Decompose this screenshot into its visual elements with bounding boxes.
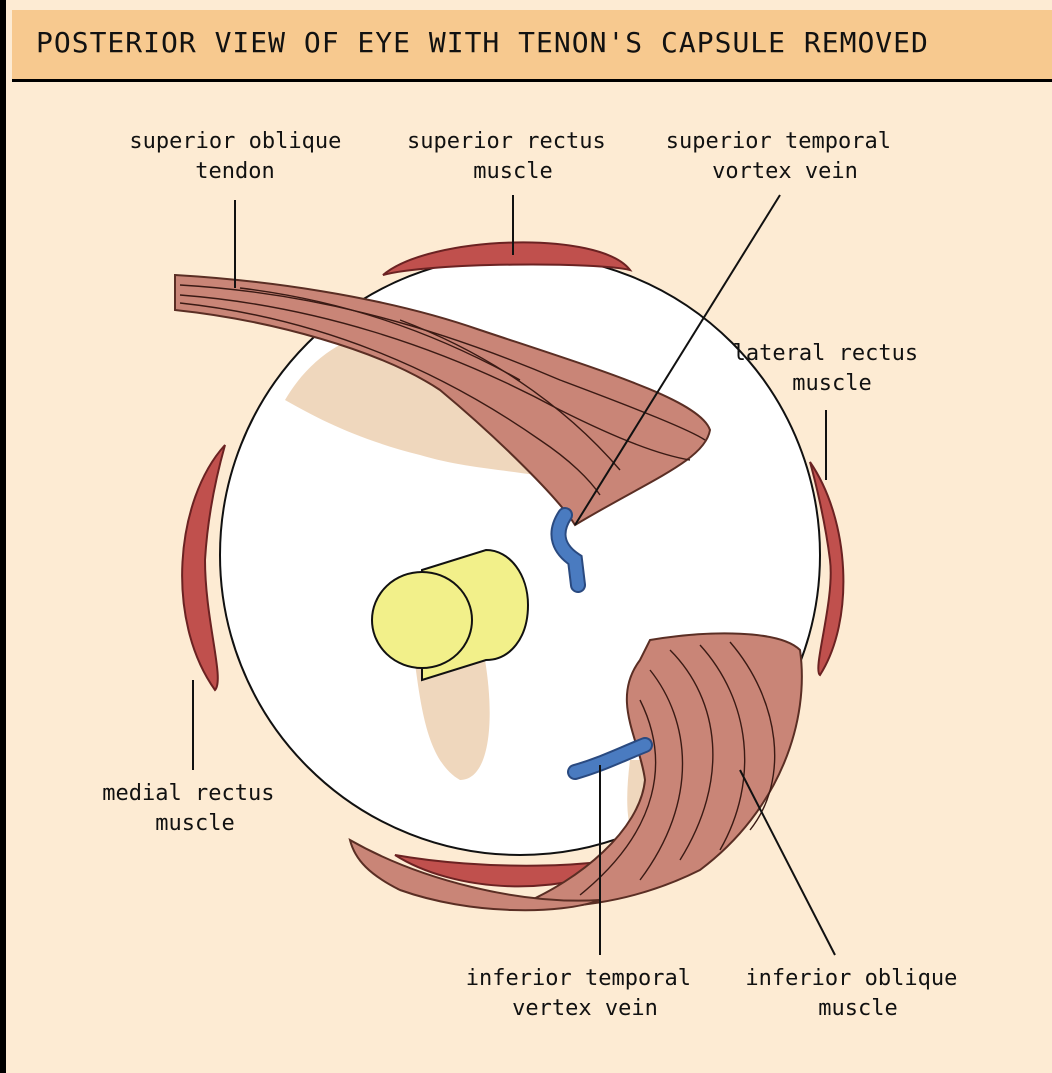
label-inferior-oblique-muscle: inferior oblique muscle: [745, 966, 970, 1021]
label-superior-oblique-line2: tendon: [195, 159, 274, 184]
label-superior-oblique-tendon: superior oblique tendon: [129, 129, 354, 184]
label-medial-rectus-line2: muscle: [155, 811, 234, 836]
medial-rectus-muscle: [182, 445, 225, 690]
label-medial-rectus-line1: medial rectus: [102, 781, 274, 806]
label-superior-rectus-line1: superior rectus: [407, 129, 606, 154]
label-inferior-oblique-line2: muscle: [818, 996, 897, 1021]
leader-inferior-oblique: [740, 770, 835, 955]
label-medial-rectus-muscle: medial rectus muscle: [102, 781, 287, 836]
label-superior-rectus-muscle: superior rectus muscle: [407, 129, 619, 184]
label-inferior-temporal-vertex-vein: inferior temporal vertex vein: [466, 966, 704, 1021]
label-superior-temporal-line2: vortex vein: [712, 159, 858, 184]
label-superior-oblique-line1: superior oblique: [129, 129, 341, 154]
label-superior-temporal-vortex-vein: superior temporal vortex vein: [666, 129, 904, 184]
label-superior-temporal-line1: superior temporal: [666, 129, 891, 154]
label-lateral-rectus-line2: muscle: [792, 371, 871, 396]
label-inferior-temporal-line2: vertex vein: [512, 996, 658, 1021]
label-superior-rectus-line2: muscle: [473, 159, 552, 184]
label-inferior-oblique-line1: inferior oblique: [745, 966, 957, 991]
label-inferior-temporal-line1: inferior temporal: [466, 966, 691, 991]
label-lateral-rectus-line1: lateral rectus: [733, 341, 918, 366]
